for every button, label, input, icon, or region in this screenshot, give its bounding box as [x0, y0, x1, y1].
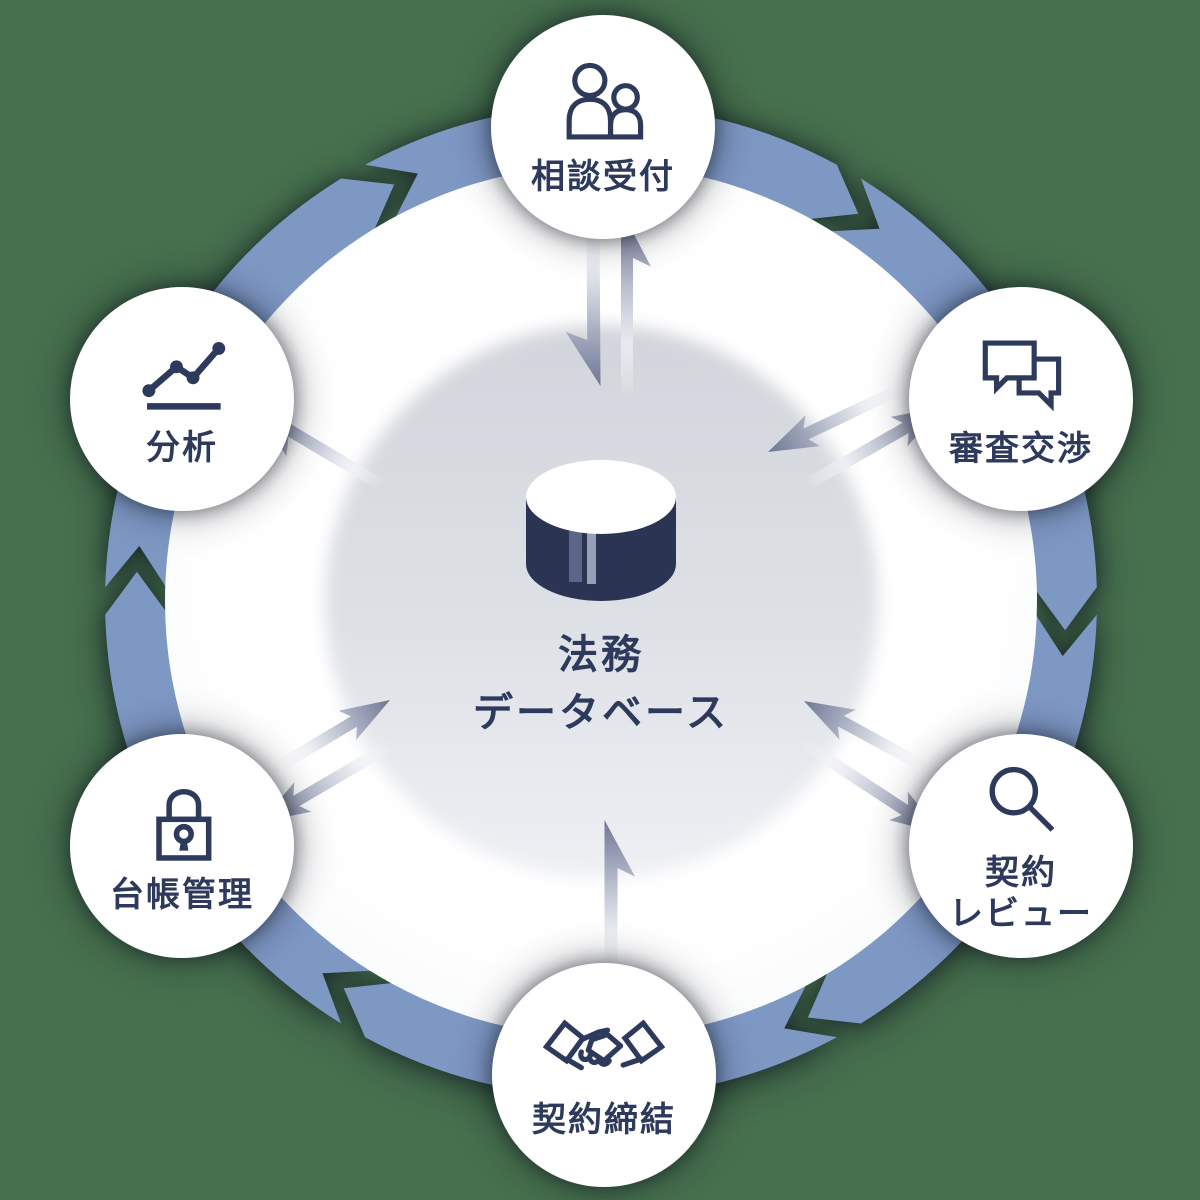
ring-segment	[807, 613, 1097, 1024]
magnifier-icon	[989, 767, 1055, 833]
handshake-icon	[543, 1019, 665, 1070]
node-label: 台帳管理	[110, 874, 254, 915]
exchange-arrow	[803, 407, 942, 491]
center-title: 法務 データベース	[401, 626, 801, 742]
people-icon	[566, 62, 644, 140]
database-cylinder-icon	[526, 460, 676, 601]
node-label: 分析	[146, 427, 218, 468]
node-label: 契約締結	[532, 1099, 676, 1140]
node-analysis: 分析	[70, 287, 294, 511]
exchange-arrow	[621, 210, 651, 398]
exchange-arrow	[800, 739, 940, 833]
exchange-arrow	[604, 820, 635, 980]
node-label: 契約 レビュー	[949, 853, 1093, 934]
ring-segment	[828, 178, 1097, 631]
node-review-negotiation: 審査交渉	[909, 287, 1133, 511]
node-contract-review: 契約 レビュー	[909, 734, 1133, 958]
node-label: 審査交渉	[949, 428, 1093, 469]
center-disc	[325, 325, 878, 878]
center-database: 法務 データベース	[401, 458, 801, 742]
padlock-icon	[156, 788, 212, 861]
exchange-arrow	[804, 701, 930, 774]
node-ledger-management: 台帳管理	[70, 734, 294, 958]
chat-bubbles-icon	[982, 340, 1062, 411]
exchange-arrow	[768, 381, 908, 452]
node-label: 相談受付	[531, 156, 675, 197]
node-consultation-intake: 相談受付	[491, 15, 715, 239]
center-title-line1: 法務	[558, 632, 644, 678]
exchange-arrow	[565, 212, 601, 386]
center-title-line2: データベース	[473, 690, 729, 736]
node-contract-signing: 契約締結	[492, 963, 716, 1187]
exchange-arrow	[260, 738, 397, 822]
exchange-arrow	[272, 700, 390, 774]
line-chart-icon	[142, 341, 226, 410]
